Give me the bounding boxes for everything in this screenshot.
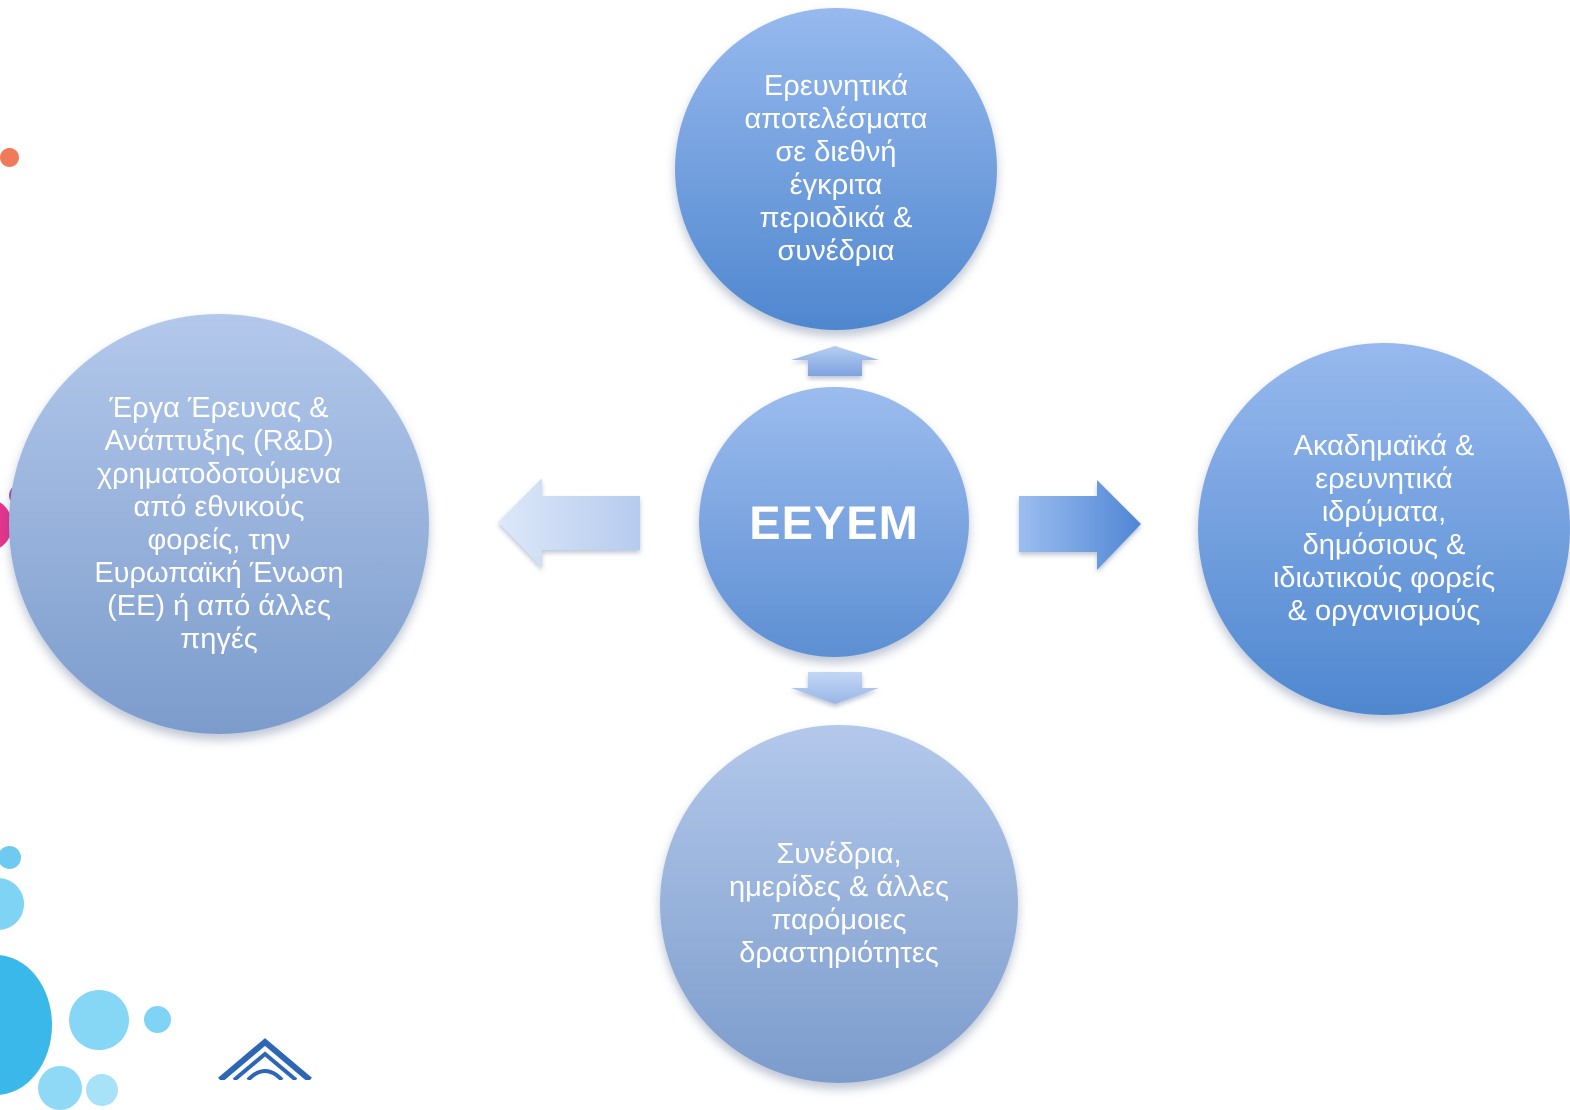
- arrow-left: [498, 478, 640, 568]
- arrow-right: [1019, 480, 1141, 570]
- node-left: Έργα Έρευνας & Ανάπτυξης (R&D) χρηματοδο…: [9, 314, 429, 734]
- node-top: Ερευνητικά αποτελέσματα σε διεθνή έγκριτ…: [675, 8, 997, 330]
- node-right: Ακαδημαϊκά & ερευνητικά ιδρύματα, δημόσι…: [1198, 343, 1570, 715]
- logo-icon: [218, 1038, 312, 1080]
- node-bottom-text: Συνέδρια, ημερίδες & άλλες παρόμοιες δρα…: [729, 838, 949, 969]
- node-top-text: Ερευνητικά αποτελέσματα σε διεθνή έγκριτ…: [744, 70, 928, 267]
- node-bottom: Συνέδρια, ημερίδες & άλλες παρόμοιες δρα…: [660, 725, 1018, 1083]
- node-center: ΕΕΥΕΜ: [699, 387, 969, 657]
- node-left-text: Έργα Έρευνας & Ανάπτυξης (R&D) χρηματοδο…: [94, 392, 344, 655]
- decorative-dot-orange: [0, 148, 19, 167]
- decorative-dot-cyan-light: [69, 990, 129, 1050]
- arrow-down: [791, 672, 879, 704]
- decorative-dot-cyan-small: [0, 846, 21, 869]
- node-right-text: Ακαδημαϊκά & ερευνητικά ιδρύματα, δημόσι…: [1272, 430, 1496, 627]
- arrow-up: [791, 346, 879, 376]
- center-label: ΕΕΥΕΜ: [749, 495, 919, 549]
- arrows-layer: [498, 346, 1141, 704]
- decorative-dot-cyan-tiny: [144, 1006, 171, 1033]
